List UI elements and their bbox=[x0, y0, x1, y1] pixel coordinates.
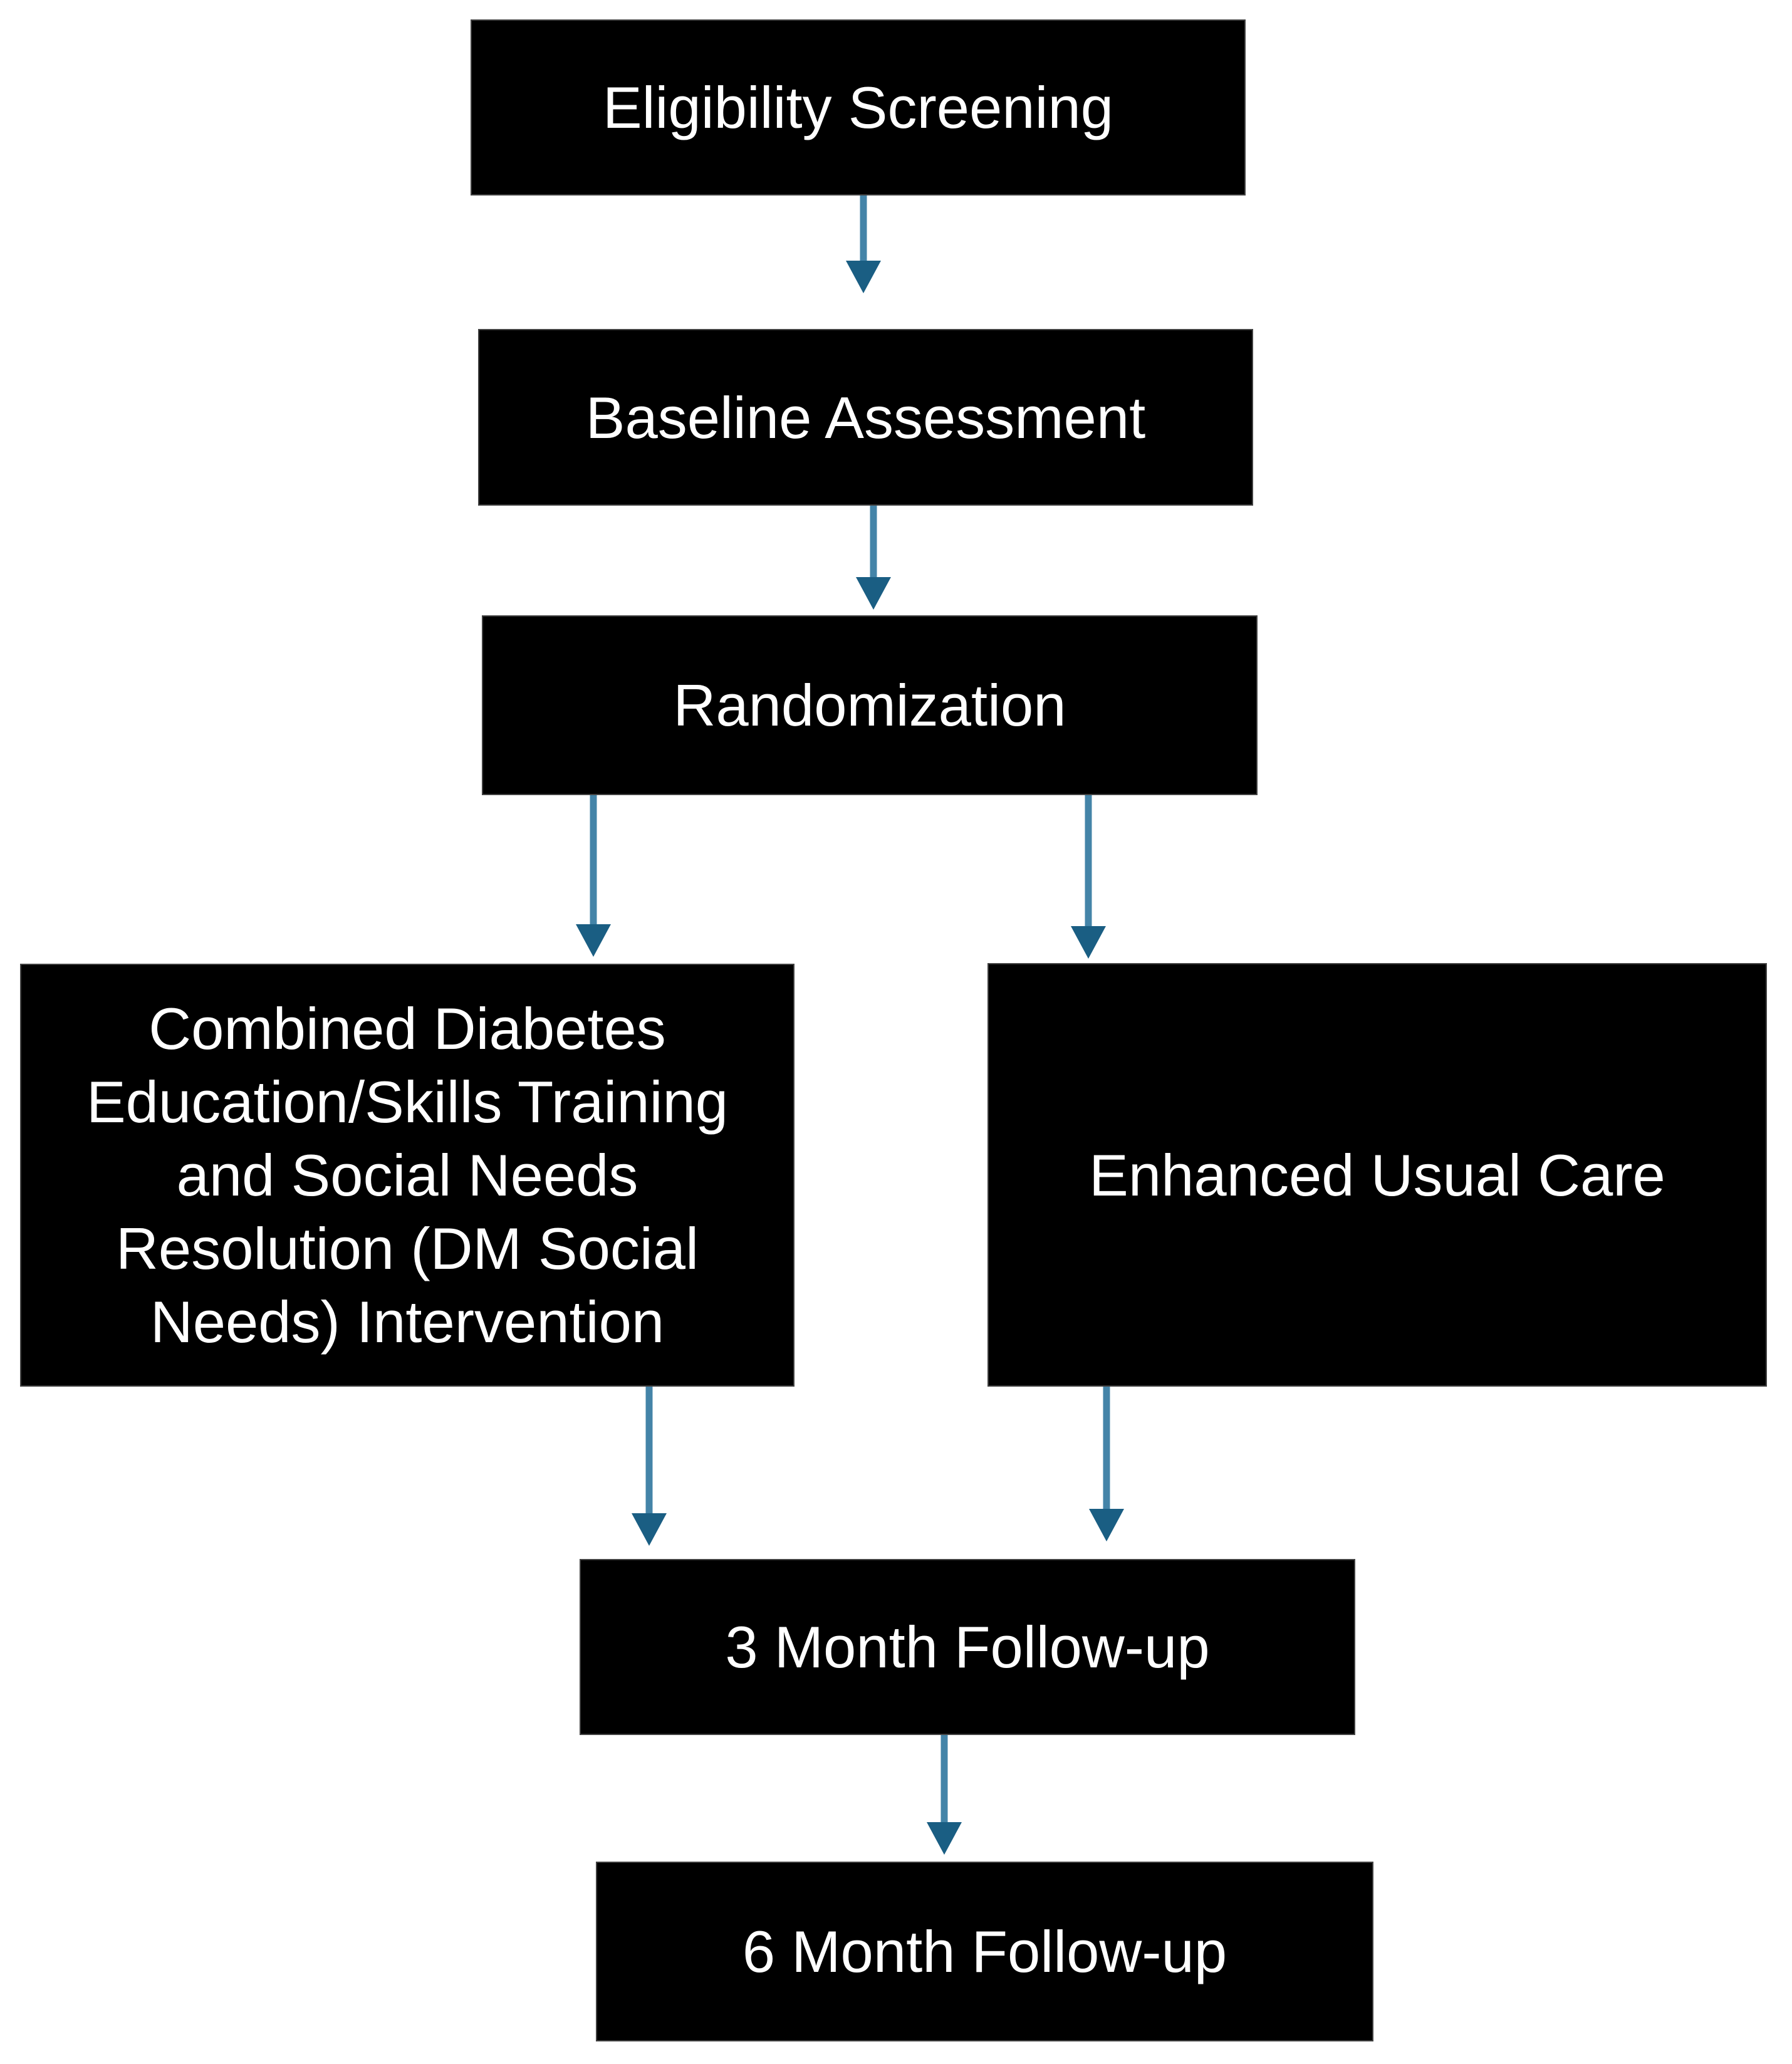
node-label: Eligibility Screening bbox=[602, 75, 1114, 140]
arrow-randomization-to-usual-care-icon bbox=[1071, 795, 1106, 959]
node-randomization: Randomization bbox=[482, 615, 1258, 795]
node-label: Combined Diabetes Education/Skills Train… bbox=[86, 996, 729, 1355]
node-label: 3 Month Follow-up bbox=[725, 1614, 1210, 1680]
node-dm-social-needs-intervention: Combined Diabetes Education/Skills Train… bbox=[20, 964, 794, 1387]
node-label: Baseline Assessment bbox=[585, 384, 1146, 451]
arrow-usual-care-to-3month-icon bbox=[1089, 1387, 1124, 1541]
arrow-randomization-to-intervention-icon bbox=[576, 795, 611, 957]
arrow-intervention-to-3month-icon bbox=[632, 1387, 667, 1546]
node-baseline-assessment: Baseline Assessment bbox=[478, 329, 1253, 506]
node-enhanced-usual-care: Enhanced Usual Care bbox=[987, 963, 1767, 1387]
node-three-month-follow-up: 3 Month Follow-up bbox=[580, 1559, 1355, 1735]
arrow-baseline-to-randomization-icon bbox=[856, 506, 891, 610]
node-label: 6 Month Follow-up bbox=[742, 1919, 1227, 1984]
node-label: Randomization bbox=[673, 672, 1066, 738]
node-eligibility-screening: Eligibility Screening bbox=[471, 19, 1246, 195]
node-label: Enhanced Usual Care bbox=[1089, 1142, 1665, 1208]
arrow-3month-to-6month-icon bbox=[927, 1735, 962, 1855]
node-six-month-follow-up: 6 Month Follow-up bbox=[596, 1862, 1373, 2041]
arrow-eligibility-to-baseline-icon bbox=[846, 195, 881, 293]
